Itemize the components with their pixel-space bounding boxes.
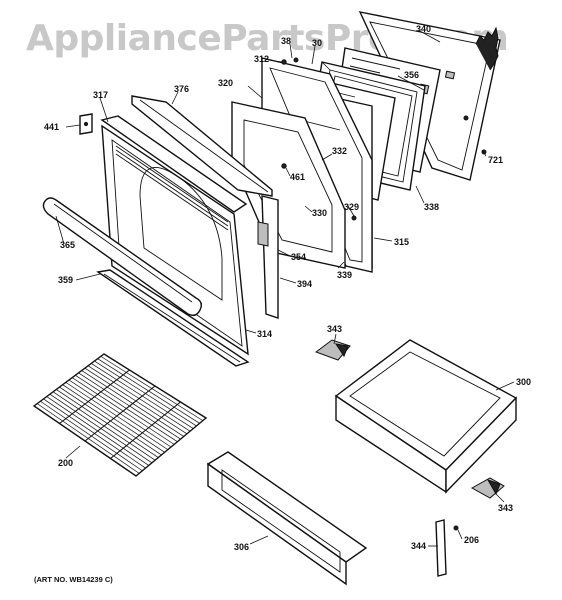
callout-441: 441 [44, 122, 59, 132]
part-441-bracket[interactable] [79, 113, 93, 135]
screw-38[interactable] [293, 57, 299, 63]
callout-labels: 38 340 312 30 356 320 376 317 441 332 72… [44, 24, 531, 552]
callout-721: 721 [488, 155, 503, 165]
part-344-drawer-rail[interactable] [435, 519, 447, 577]
callout-300: 300 [516, 377, 531, 387]
part-343-drawer-slide-left[interactable] [314, 339, 351, 361]
callout-317: 317 [93, 90, 108, 100]
callout-314: 314 [257, 329, 272, 339]
leader-lines [55, 29, 515, 547]
part-376-top-trim[interactable] [131, 95, 273, 197]
door-spring-part[interactable] [475, 26, 499, 71]
callout-30: 30 [312, 38, 322, 48]
part-317-top-cap[interactable] [100, 115, 248, 213]
part-200-oven-rack[interactable] [32, 353, 208, 477]
callout-332: 332 [332, 146, 347, 156]
callout-461: 461 [290, 172, 305, 182]
rack-wire-grid [36, 356, 204, 474]
screw-206[interactable] [453, 525, 459, 531]
callout-343-left: 343 [327, 324, 342, 334]
door-vent-slots [115, 145, 229, 231]
screw-312[interactable] [281, 59, 287, 65]
callout-365: 365 [60, 240, 75, 250]
callout-320: 320 [218, 78, 233, 88]
callout-339: 339 [337, 270, 352, 280]
callout-356: 356 [404, 70, 419, 80]
callout-200: 200 [58, 458, 73, 468]
part-306-drawer-front[interactable] [206, 451, 368, 586]
callout-330: 330 [312, 208, 327, 218]
callout-338: 338 [424, 202, 439, 212]
callout-306: 306 [234, 542, 249, 552]
callout-359: 359 [58, 275, 73, 285]
callout-206: 206 [464, 535, 479, 545]
callout-344: 344 [411, 541, 426, 551]
part-343-drawer-slide-right[interactable] [470, 477, 505, 499]
callout-354: 354 [291, 252, 306, 262]
callout-340: 340 [416, 24, 431, 34]
callout-312: 312 [254, 54, 269, 64]
part-365-door-handle[interactable] [42, 197, 203, 317]
art-number: (ART NO. WB14239 C) [34, 575, 113, 584]
part-394-side-trim[interactable] [257, 195, 279, 319]
callout-376: 376 [174, 84, 189, 94]
callout-329: 329 [344, 202, 359, 212]
callout-343-right: 343 [498, 503, 513, 513]
screw-329[interactable] [351, 215, 357, 221]
callout-38: 38 [281, 36, 291, 46]
callout-315: 315 [394, 237, 409, 247]
part-359-bottom-trim[interactable] [96, 269, 250, 367]
part-314-outer-door[interactable] [101, 124, 249, 356]
part-300-drawer-box[interactable] [334, 339, 518, 494]
callout-394: 394 [297, 279, 312, 289]
